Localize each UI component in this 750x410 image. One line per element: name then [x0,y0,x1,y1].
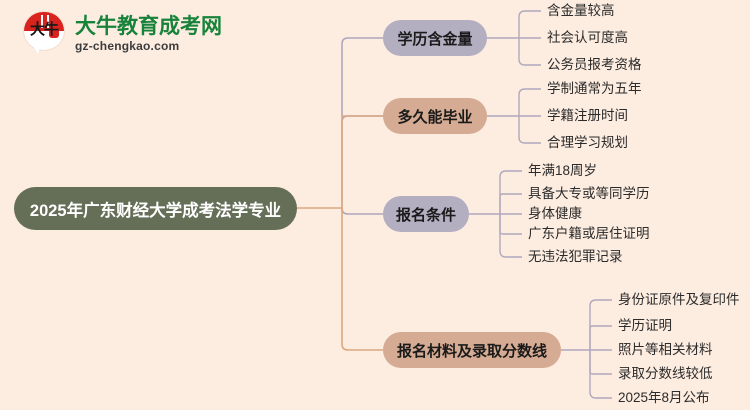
connector-branch-3-leaf-3 [589,350,612,375]
mindmap-leaf-1-0[interactable]: 学制通常为五年 [547,81,642,96]
logo-cap-slit-1 [41,15,43,28]
mindmap-leaf-2-4[interactable]: 无违法犯罪记录 [528,249,623,264]
mindmap-branch-node-1[interactable]: 多久能毕业 [383,98,487,134]
connector-branch-2-leaf-0 [499,170,522,214]
connector-branch-0-leaf-2 [518,38,541,66]
connector-branch-3-leaf-4 [589,350,612,399]
logo-text-block: 大牛教育成考网 gz-chengkao.com [75,14,222,53]
mindmap-leaf-3-0[interactable]: 身份证原件及复印件 [618,292,740,307]
logo-title: 大牛教育成考网 [75,14,222,38]
mindmap-branch-node-2[interactable]: 报名条件 [383,196,469,232]
logo-cap-slit-2 [47,15,49,28]
mindmap-leaf-3-3[interactable]: 录取分数线较低 [618,366,713,381]
connector-branch-2-leaf-1 [499,193,522,214]
mindmap-leaf-2-1[interactable]: 具备大专或等同学历 [528,186,650,201]
site-logo: 大牛 大牛教育成考网 gz-chengkao.com [22,6,222,62]
mindmap-leaf-2-3[interactable]: 广东户籍或居住证明 [528,226,650,241]
connector-trunk-branch-2 [341,207,383,215]
logo-bubble-tail [31,43,41,54]
logo-url: gz-chengkao.com [75,38,180,53]
connector-branch-2-leaf-3 [499,214,522,235]
mindmap-root-node[interactable]: 2025年广东财经大学成考法学专业 [14,187,297,230]
mindmap-leaf-1-2[interactable]: 合理学习规划 [547,135,628,150]
mindmap-leaf-3-2[interactable]: 照片等相关材料 [618,342,713,357]
mindmap-leaf-0-2[interactable]: 公务员报考资格 [547,57,642,72]
mindmap-branch-node-3[interactable]: 报名材料及录取分数线 [383,332,561,368]
mindmap-leaf-2-0[interactable]: 年满18周岁 [528,163,598,178]
mindmap-leaf-1-1[interactable]: 学籍注册时间 [547,108,628,123]
speech-bubble-logo-icon: 大牛 [22,10,68,58]
connector-branch-1-leaf-0 [518,88,541,116]
mindmap-leaf-2-2[interactable]: 身体健康 [528,206,582,221]
connector-branch-0-leaf-0 [518,10,541,38]
connector-branch-1-leaf-2 [518,116,541,144]
logo-mark-text: 大牛 [29,21,59,38]
mindmap-leaf-0-0[interactable]: 含金量较高 [547,3,615,18]
connector-branch-3-leaf-0 [589,299,612,350]
connector-branch-2-leaf-4 [499,214,522,258]
mindmap-leaf-3-4[interactable]: 2025年8月公布 [618,390,710,405]
mindmap-leaf-0-1[interactable]: 社会认可度高 [547,30,628,45]
connector-branch-3-leaf-1 [589,325,612,350]
connector-trunk-up-mid [341,115,383,208]
connector-trunk-branch-3 [341,208,383,351]
logo-red-accent [49,24,59,38]
connector-trunk-branch-0 [341,37,383,116]
mindmap-leaf-3-1[interactable]: 学历证明 [618,318,672,333]
mindmap-branch-node-0[interactable]: 学历含金量 [383,20,487,56]
